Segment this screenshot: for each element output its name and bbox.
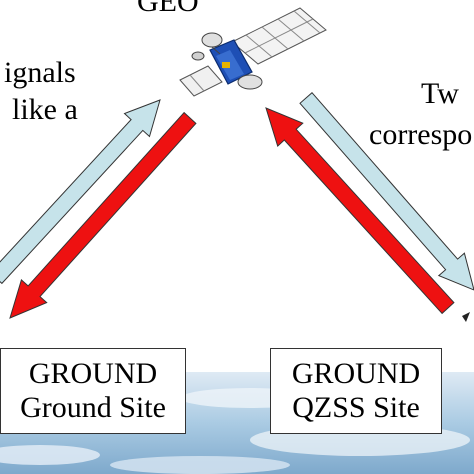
- qzss-site-box: GROUND QZSS Site: [270, 348, 442, 434]
- antenna-icon: [462, 312, 470, 322]
- uplink-arrow-right: [299, 91, 474, 291]
- uplink-arrow-left: [0, 99, 161, 285]
- satellite-label: GEO: [137, 0, 199, 18]
- ground-site-title: GROUND: [28, 357, 158, 390]
- right-text-line1: Tw: [421, 77, 459, 110]
- ground-site-box: GROUND Ground Site: [0, 348, 186, 434]
- downlink-arrow-right: [265, 107, 455, 315]
- left-text-line2: like a: [12, 93, 78, 126]
- ground-site-name: Ground Site: [20, 391, 166, 424]
- right-text-line2: correspo: [369, 118, 473, 151]
- satellite-icon: [179, 7, 327, 97]
- qzss-site-title: GROUND: [291, 357, 421, 390]
- left-text-line1: ignals: [4, 56, 76, 89]
- qzss-site-name: QZSS Site: [292, 391, 420, 424]
- downlink-arrow-left: [9, 111, 197, 319]
